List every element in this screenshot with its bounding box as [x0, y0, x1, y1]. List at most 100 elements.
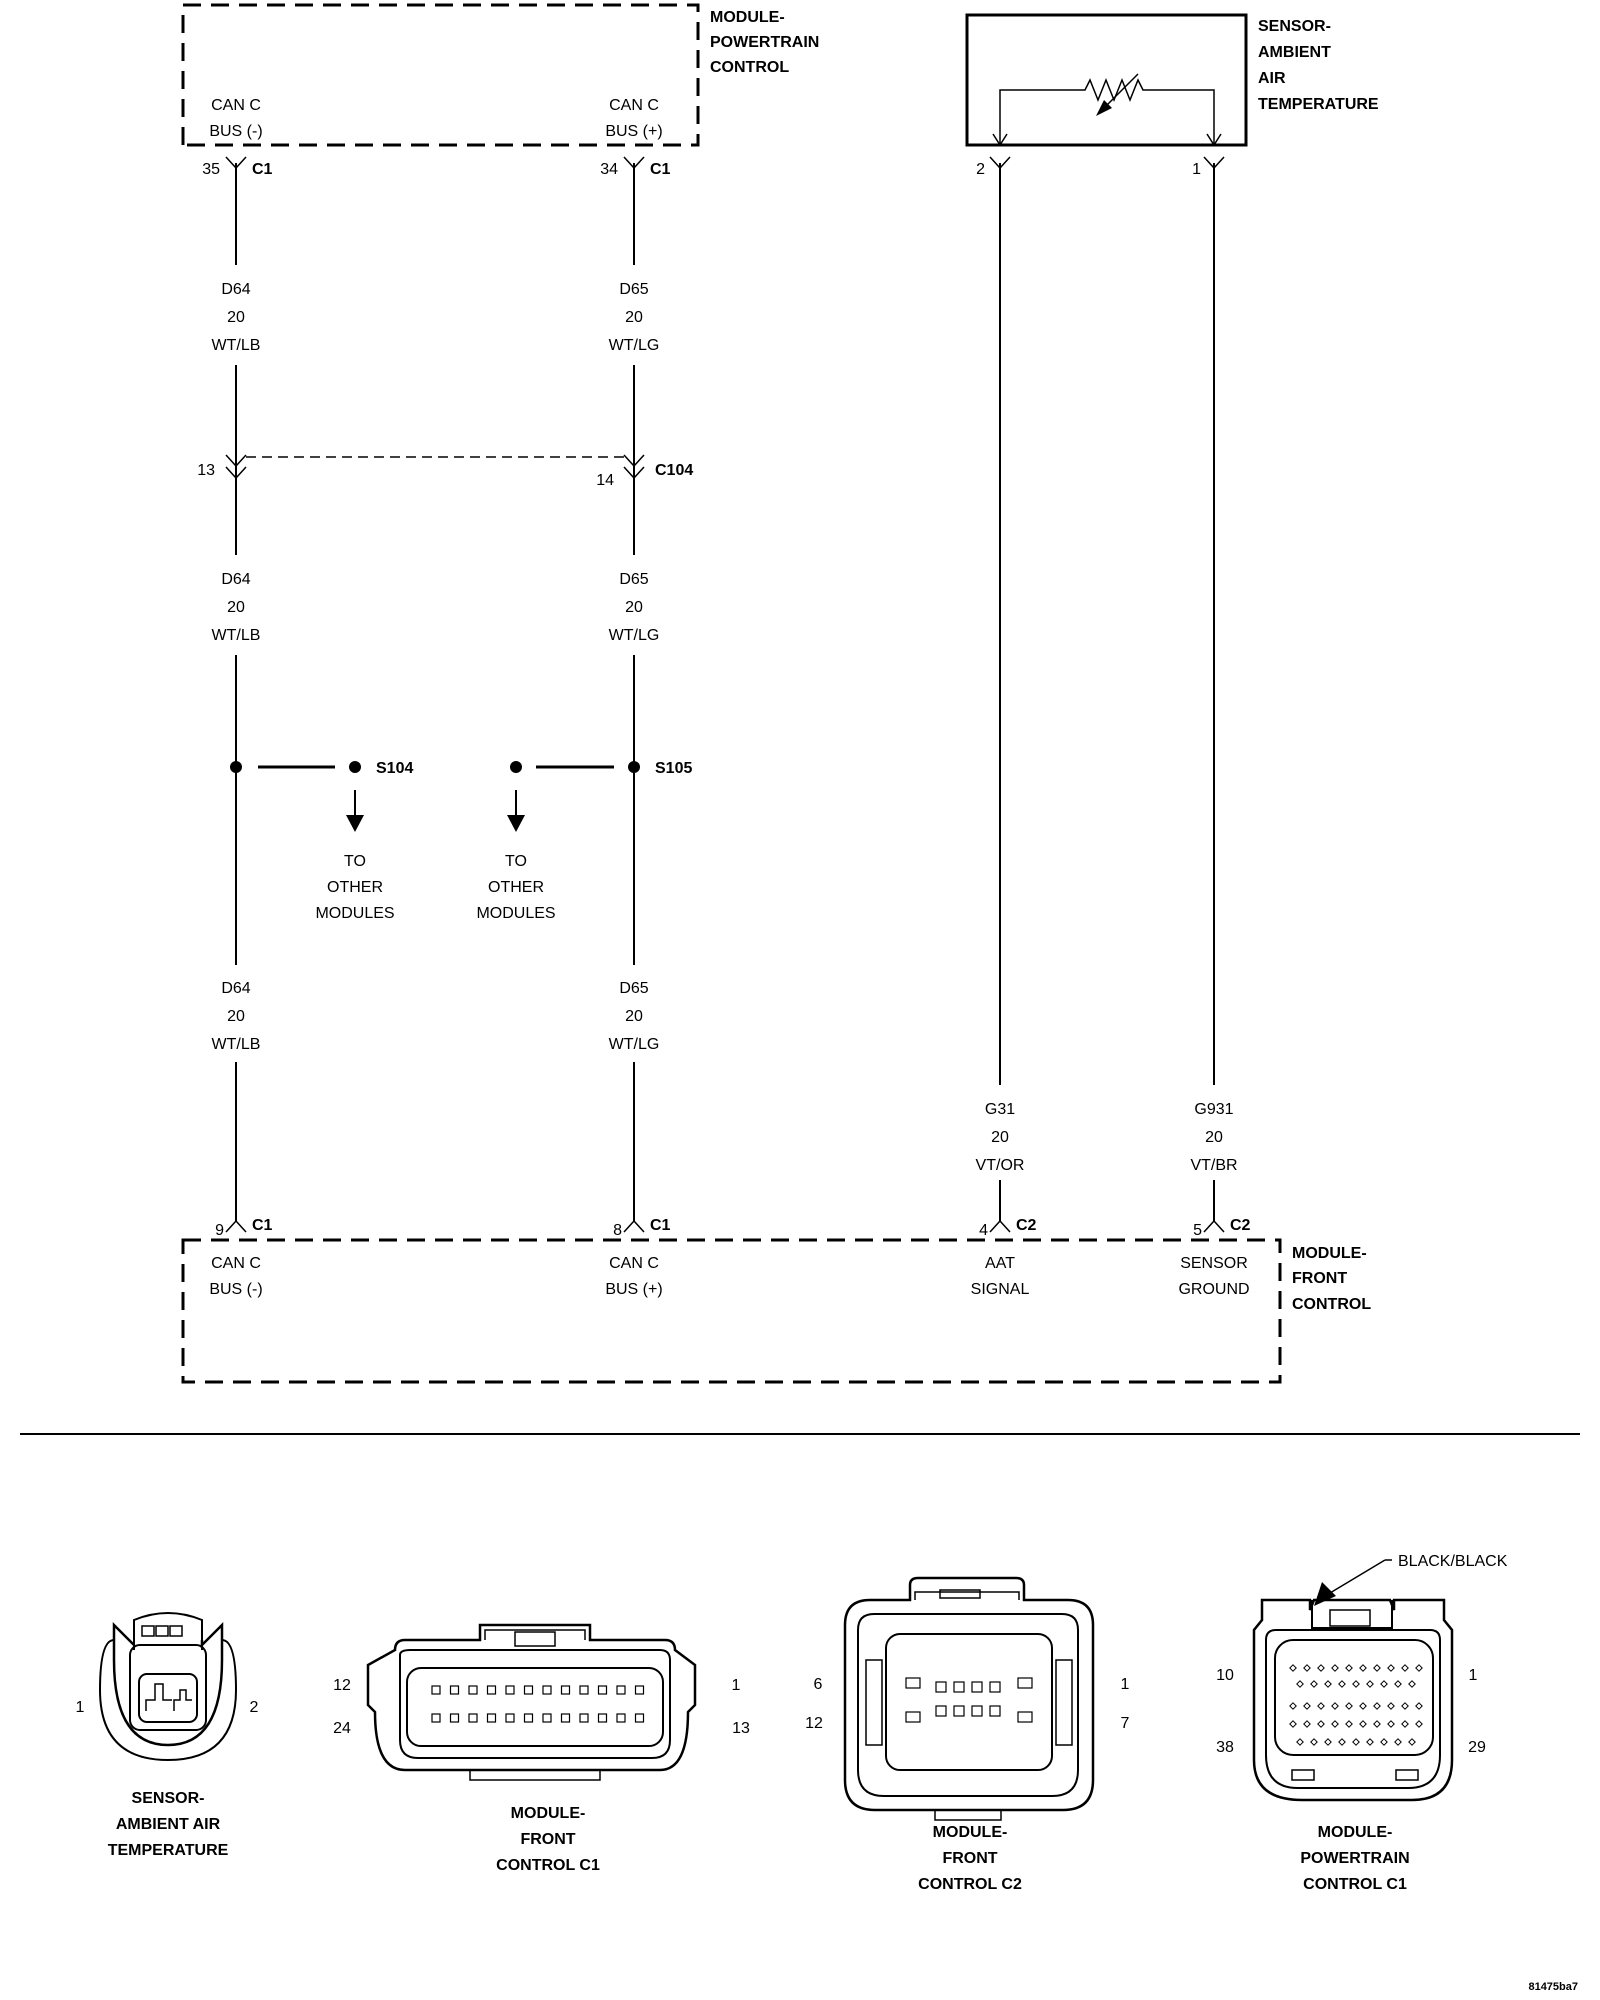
- fcm-c2-cavity: [935, 1681, 947, 1693]
- fcm-c2-cavity: [989, 1681, 1001, 1693]
- g31-color: VT/OR: [976, 1157, 1025, 1174]
- fcm-c2-cavity: [905, 1711, 921, 1723]
- pcm-c1-cavity: [1331, 1664, 1339, 1672]
- fcm-c1-view-pin-13: 13: [732, 1720, 750, 1737]
- pcm-c1-cavity: [1317, 1702, 1325, 1710]
- s105-down-arrow-icon: [507, 815, 525, 832]
- fcm-c1-view-pin-1: 1: [732, 1677, 741, 1694]
- fcm-c1-cavity: [579, 1685, 589, 1695]
- d65-color-3: WT/LG: [609, 1036, 660, 1053]
- s105-name: S105: [655, 760, 692, 777]
- aat-view-title-2: AMBIENT AIR: [116, 1816, 221, 1833]
- pcm-pin-label-2a: CAN C: [609, 97, 659, 114]
- fcm-pin-label-4b: SIGNAL: [971, 1281, 1030, 1298]
- s105-dest-3: MODULES: [476, 905, 555, 922]
- d65-color-1: WT/LG: [609, 337, 660, 354]
- fcm-c1-cavity: [560, 1685, 571, 1695]
- fcm-c1-cavity: [431, 1713, 441, 1723]
- s104-node-main: [230, 761, 242, 773]
- fcm-c2-cavity: [935, 1705, 947, 1717]
- pcm-c1-cavity: [1401, 1720, 1409, 1728]
- pcm-connector-2: C1: [650, 161, 671, 178]
- fcm-c2-cavity: [1017, 1711, 1033, 1723]
- fcm-boundary: [181, 1238, 1282, 1384]
- aat-name-line-4: TEMPERATURE: [1258, 96, 1379, 113]
- pcm-c1-callout: BLACK/BLACK: [1398, 1553, 1508, 1570]
- pcm-c1-cavity: [1387, 1702, 1395, 1710]
- fcm-c2-pin-matrix: [905, 1677, 1033, 1723]
- pcm-c1-cavity: [1317, 1720, 1325, 1728]
- pcm-c1-cavity: [1380, 1680, 1388, 1688]
- fcm-c1-view-title-1: MODULE-: [511, 1805, 586, 1822]
- fcm-c2-cavity: [989, 1705, 1001, 1717]
- pcm-c1-cavity: [1345, 1702, 1353, 1710]
- fcm-pin-number-4: 4: [979, 1222, 988, 1239]
- c104-name: C104: [655, 462, 693, 479]
- fcm-c1-cavity: [523, 1685, 534, 1695]
- fcm-c2-view-title-2: FRONT: [942, 1850, 997, 1867]
- fcm-c2-cavity: [953, 1705, 965, 1717]
- fcm-c1-cavity: [616, 1685, 626, 1695]
- pcm-c1-cavity: [1387, 1720, 1395, 1728]
- pcm-c1-cavity: [1387, 1664, 1395, 1672]
- pcm-c1-cavity: [1415, 1720, 1423, 1728]
- pcm-c1-cavity: [1394, 1680, 1402, 1688]
- pcm-connector-1: C1: [252, 161, 273, 178]
- d65-gauge-2: 20: [625, 599, 643, 616]
- pcm-c1-view-pin-10: 10: [1216, 1667, 1234, 1684]
- d65-circuit-1: D65: [619, 281, 648, 298]
- pcm-boundary: [181, 3, 700, 147]
- c104-chevron-left-top: [225, 454, 247, 468]
- pcm-c1-cavity: [1289, 1664, 1297, 1672]
- d64-gauge-3: 20: [227, 1008, 245, 1025]
- pcm-c1-view-pin-29: 29: [1468, 1739, 1486, 1756]
- fcm-connector-5: C2: [1230, 1217, 1251, 1234]
- pcm-c1-cavity: [1345, 1664, 1353, 1672]
- s104-dest-2: OTHER: [327, 879, 383, 896]
- c104-chevron-right-bottom: [623, 466, 645, 480]
- fcm-pin-chevron-4: [989, 1219, 1011, 1233]
- fcm-c2-view-title-3: CONTROL C2: [918, 1876, 1022, 1893]
- d64-circuit-3: D64: [221, 980, 250, 997]
- d64-circuit-2: D64: [221, 571, 250, 588]
- fcm-pin-chevron-9: [225, 1219, 247, 1233]
- figure-id: 81475ba7: [1528, 1981, 1578, 1993]
- fcm-pin-chevron-8: [623, 1219, 645, 1233]
- aat-name-line-3: AIR: [1258, 70, 1286, 87]
- inline-connector-c104: 13 14 C104: [197, 454, 693, 489]
- pcm-c1-pin-matrix: [1289, 1664, 1423, 1746]
- aat-sensor: SENSOR- AMBIENT AIR TEMPERATURE 2 1: [965, 13, 1379, 178]
- pcm-c1-cavity: [1303, 1720, 1311, 1728]
- aat-name-line-2: AMBIENT: [1258, 44, 1331, 61]
- d65-gauge-3: 20: [625, 1008, 643, 1025]
- connector-view-aat-sensor: 1 2 SENSOR- AMBIENT AIR TEMPERATURE: [76, 1612, 259, 1859]
- wire-g931: G931 20 VT/BR: [1190, 163, 1238, 1222]
- g31-gauge: 20: [991, 1129, 1009, 1146]
- fcm-c1-cavity: [505, 1685, 515, 1695]
- d65-gauge-1: 20: [625, 309, 643, 326]
- callout-arrow-icon: [1314, 1582, 1336, 1606]
- fcm-c1-cavity: [486, 1685, 497, 1695]
- fcm-c1-cavity: [634, 1713, 645, 1723]
- pcm-c1-cavity: [1289, 1702, 1297, 1710]
- fcm-c1-pin-row-lower: [431, 1713, 645, 1723]
- fcm-connector-4: C2: [1016, 1217, 1037, 1234]
- fcm-c1-pin-row-upper: [431, 1685, 645, 1695]
- fcm-c1-cavity: [560, 1713, 571, 1723]
- s104-dest-1: TO: [344, 853, 366, 870]
- pcm-c1-cavity: [1310, 1738, 1318, 1746]
- fcm-c2-view-pin-12: 12: [805, 1715, 823, 1732]
- aat-pin-number-2: 2: [976, 161, 985, 178]
- fcm-pin-label-9b: BUS (-): [209, 1281, 262, 1298]
- pcm-c1-cavity: [1352, 1738, 1360, 1746]
- fcm-module: MODULE- FRONT CONTROL 9 C1 8 C1 4 C2 5 C…: [181, 1217, 1371, 1384]
- fcm-c2-cavity: [1017, 1677, 1033, 1689]
- fcm-c1-view-title-3: CONTROL C1: [496, 1857, 600, 1874]
- fcm-c1-cavity: [542, 1685, 552, 1695]
- s104-node-branch: [349, 761, 361, 773]
- fcm-c2-view-pin-1: 1: [1121, 1676, 1130, 1693]
- d65-color-2: WT/LG: [609, 627, 660, 644]
- d64-circuit-1: D64: [221, 281, 250, 298]
- pcm-c1-cavity: [1359, 1720, 1367, 1728]
- fcm-c1-cavity: [523, 1713, 534, 1723]
